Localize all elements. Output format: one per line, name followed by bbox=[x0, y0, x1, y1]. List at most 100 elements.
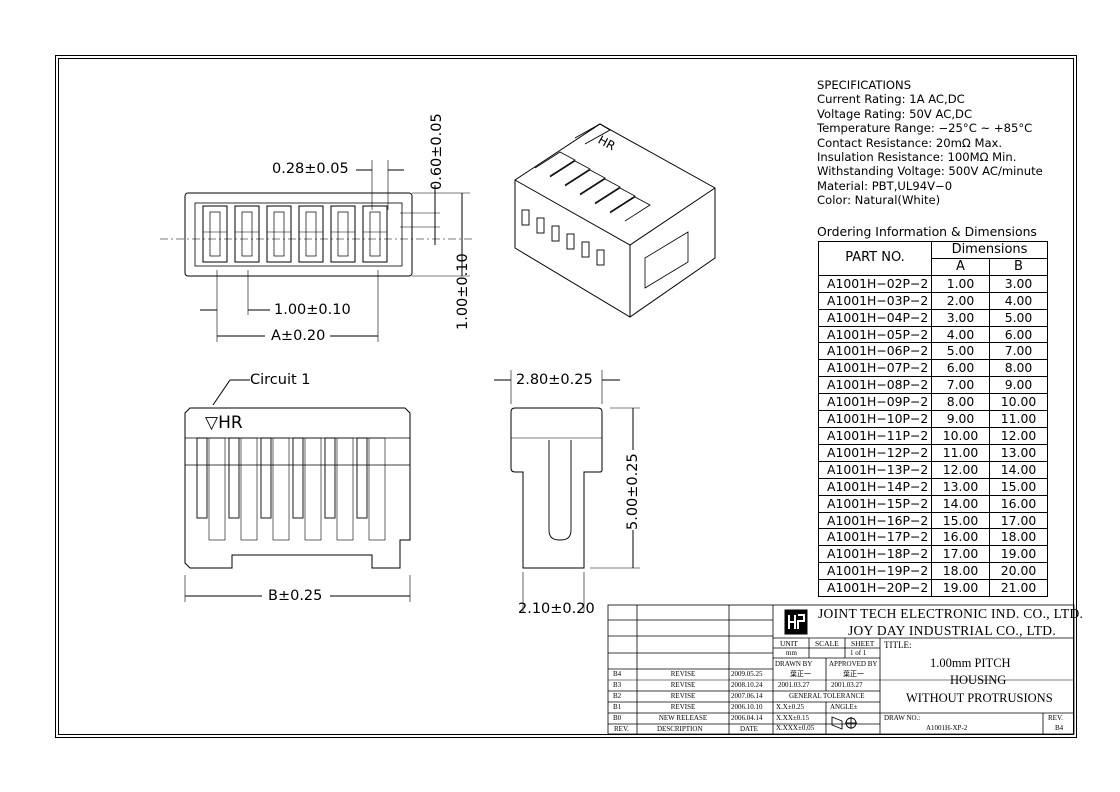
front-contact bbox=[209, 211, 221, 257]
pitch-dim: 1.00±0.10 bbox=[274, 302, 351, 318]
dim-a-cell: 19.00 bbox=[931, 579, 990, 598]
bottom-wall bbox=[240, 437, 258, 541]
part-number-cell: A1001H−04P−2 bbox=[818, 308, 932, 327]
dim-b-cell: 12.00 bbox=[989, 426, 1048, 445]
iso-slots bbox=[521, 151, 651, 266]
part-number-cell: A1001H−16P−2 bbox=[818, 511, 932, 530]
dim-a-cell: 7.00 bbox=[931, 376, 990, 395]
part-number-cell: A1001H−02P−2 bbox=[818, 274, 932, 293]
dim-a-cell: 15.00 bbox=[931, 511, 990, 530]
dim-a-cell: 12.00 bbox=[931, 460, 990, 479]
spec-line: Insulation Resistance: 100MΩ Min. bbox=[817, 149, 1017, 164]
draw-no-label: DRAW NO.: bbox=[884, 714, 921, 722]
specifications-block: SPECIFICATIONS Current Rating: 1A AC,DC … bbox=[817, 78, 1043, 208]
part-number-cell: A1001H−11P−2 bbox=[818, 426, 932, 445]
tolerance-xx: X.XX±0.15 bbox=[776, 714, 810, 722]
drawn-by-name: 葉正一 bbox=[790, 670, 811, 678]
col-a: A bbox=[931, 257, 990, 276]
hr-marking: ▽HR bbox=[205, 413, 243, 433]
span-b-dim: B±0.25 bbox=[268, 588, 323, 604]
revision-date: 2006.04.14 bbox=[731, 714, 763, 722]
title-line-1: 1.00mm PITCH bbox=[930, 656, 1011, 670]
dim-a-cell: 13.00 bbox=[931, 477, 990, 496]
front-contact bbox=[337, 211, 349, 257]
dim-a-cell: 1.00 bbox=[931, 274, 990, 293]
revision-rev: B0 bbox=[613, 714, 622, 722]
dim-b-cell: 4.00 bbox=[989, 291, 1048, 310]
dim-b-cell: 9.00 bbox=[989, 376, 1048, 395]
revision-rev: B1 bbox=[613, 703, 622, 711]
bottom-slot bbox=[356, 437, 368, 519]
revision-date: 2008.10.24 bbox=[731, 681, 763, 689]
revision-desc: NEW RELEASE bbox=[658, 714, 708, 722]
front-view bbox=[160, 160, 475, 342]
iso-slot bbox=[566, 233, 575, 250]
iso-ridge bbox=[579, 178, 621, 204]
contact-height-dim: 0.60±0.05 bbox=[429, 113, 445, 190]
title-label: TITLE: bbox=[884, 640, 912, 650]
iso-ridge bbox=[534, 151, 576, 177]
col-date: DATE bbox=[740, 725, 758, 733]
revision-date: 2009.05.25 bbox=[731, 670, 763, 678]
col-part-no: PART NO. bbox=[818, 241, 932, 276]
iso-ridge bbox=[609, 196, 651, 222]
part-number-cell: A1001H−19P−2 bbox=[818, 562, 932, 581]
dim-a-cell: 3.00 bbox=[931, 308, 990, 327]
dim-b-cell: 14.00 bbox=[989, 460, 1048, 479]
company-name-1: JOINT TECH ELECTRONIC IND. CO., LTD. bbox=[818, 606, 1084, 621]
tolerance-xxx: X.XXX±0.05 bbox=[776, 724, 815, 732]
front-cavity bbox=[202, 205, 228, 263]
part-number-cell: A1001H−20P−2 bbox=[818, 579, 932, 598]
sheet-border-inner bbox=[58, 58, 1074, 735]
part-number-cell: A1001H−12P−2 bbox=[818, 443, 932, 462]
revision-desc: REVISE bbox=[670, 692, 696, 700]
bottom-slot bbox=[324, 437, 336, 519]
dim-a-cell: 2.00 bbox=[931, 291, 990, 310]
part-number-cell: A1001H−10P−2 bbox=[818, 410, 932, 428]
dim-b-cell: 10.00 bbox=[989, 393, 1048, 412]
part-number-cell: A1001H−14P−2 bbox=[818, 477, 932, 496]
company-logo bbox=[784, 609, 808, 635]
sheet-label: SHEET bbox=[851, 639, 875, 648]
dim-a-cell: 6.00 bbox=[931, 359, 990, 378]
title-line-3: WITHOUT PROTRUSIONS bbox=[906, 691, 1053, 705]
side-height-dim: 5.00±0.25 bbox=[625, 453, 641, 530]
revision-rev: B4 bbox=[613, 670, 622, 678]
bottom-view bbox=[184, 379, 411, 602]
front-cavities bbox=[202, 205, 388, 263]
overall-height-dim: 1.00±0.10 bbox=[455, 253, 471, 330]
revision-date: 2006.10.10 bbox=[731, 703, 763, 711]
hr-marking-text: HR bbox=[218, 413, 243, 433]
angle-label: ANGLE± bbox=[830, 703, 858, 711]
front-contact bbox=[241, 211, 253, 257]
dim-b-cell: 11.00 bbox=[989, 410, 1048, 428]
scale-label: SCALE bbox=[815, 639, 839, 648]
col-description: DESCRIPTION bbox=[657, 725, 703, 733]
front-contact bbox=[369, 211, 381, 257]
part-number-cell: A1001H−18P−2 bbox=[818, 545, 932, 564]
part-number-cell: A1001H−07P−2 bbox=[818, 359, 932, 378]
side-base-dim: 2.10±0.20 bbox=[518, 601, 595, 617]
side-width-dim: 2.80±0.25 bbox=[516, 372, 593, 388]
tolerance-label: GENERAL TOLERANCE bbox=[789, 692, 865, 700]
dim-b-cell: 15.00 bbox=[989, 477, 1048, 496]
spec-line: Material: PBT,UL94V−0 bbox=[817, 178, 953, 193]
iso-ridge bbox=[564, 169, 606, 195]
title-block-grid bbox=[607, 604, 1075, 735]
bottom-wall bbox=[208, 437, 226, 541]
approved-by-name: 葉正一 bbox=[843, 670, 864, 678]
front-cavity bbox=[298, 205, 324, 263]
spec-line: Contact Resistance: 20mΩ Max. bbox=[817, 135, 1003, 150]
sheet-border-outer bbox=[55, 55, 1077, 738]
specifications-heading: SPECIFICATIONS bbox=[817, 78, 912, 92]
col-b: B bbox=[989, 257, 1048, 276]
dim-b-cell: 13.00 bbox=[989, 443, 1048, 462]
